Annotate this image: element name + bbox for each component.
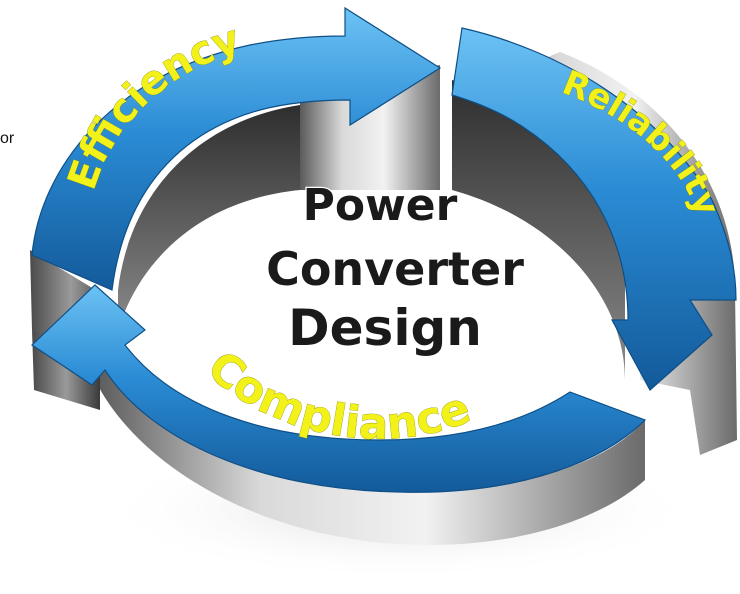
- stray-text-fragment: or: [0, 130, 15, 147]
- center-title-line3: Design: [288, 299, 482, 357]
- reliability-inner-wall: [452, 80, 625, 380]
- efficiency-top-face: [31, 6, 442, 291]
- center-title: Power Converter Design: [265, 179, 526, 359]
- compliance-arrow: [31, 284, 647, 545]
- compliance-side-face: [95, 340, 645, 545]
- compliance-top-face: [31, 284, 647, 493]
- center-title-line1: Power: [303, 180, 458, 231]
- center-title-line2: Converter: [266, 242, 524, 296]
- efficiency-inner-wall: [118, 105, 300, 330]
- reliability-top-face: [451, 27, 737, 391]
- reliability-arrow: [451, 27, 737, 455]
